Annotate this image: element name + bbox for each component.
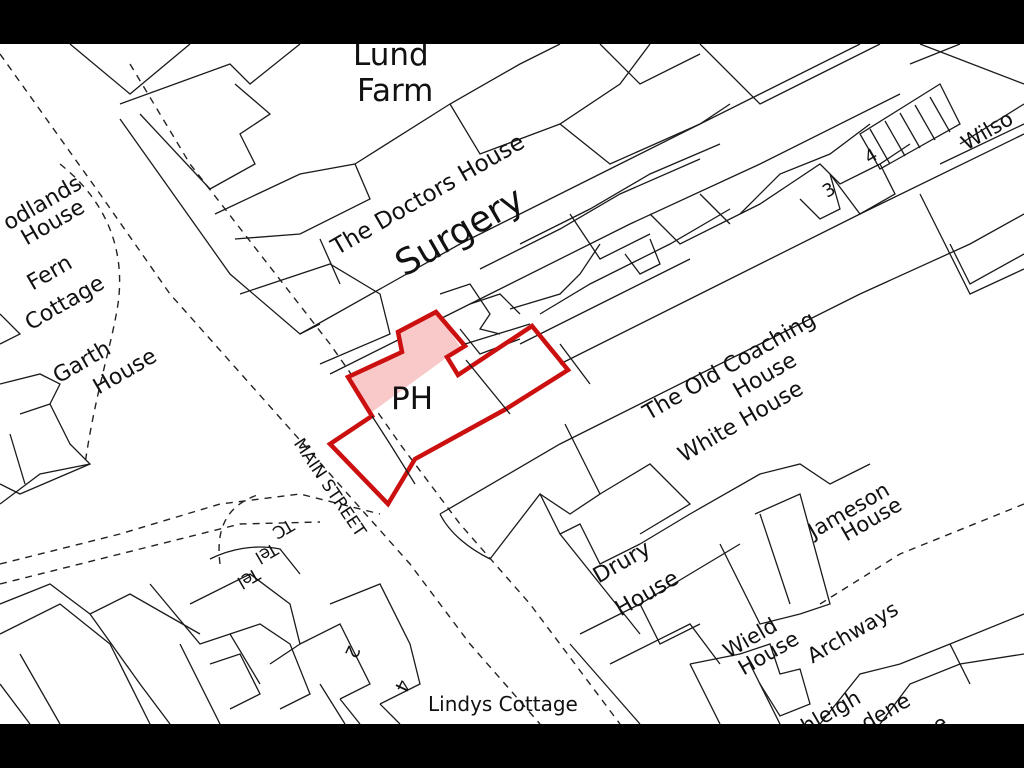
label-ph[interactable]: PH [391, 381, 434, 417]
map-canvas[interactable] [0, 44, 1024, 724]
map-frame[interactable]: Lund Farm The Doctors House Surgery odla… [0, 44, 1024, 724]
label-lund-farm-1: Lund [353, 44, 429, 73]
building-outlines [0, 44, 1024, 724]
ph-site[interactable] [326, 309, 572, 508]
ph-site-outline[interactable] [326, 309, 572, 508]
label-lund-farm-2: Farm [357, 73, 434, 109]
label-lindys-cottage: Lindys Cottage [428, 692, 578, 716]
ph-site-shaded[interactable] [348, 312, 462, 412]
